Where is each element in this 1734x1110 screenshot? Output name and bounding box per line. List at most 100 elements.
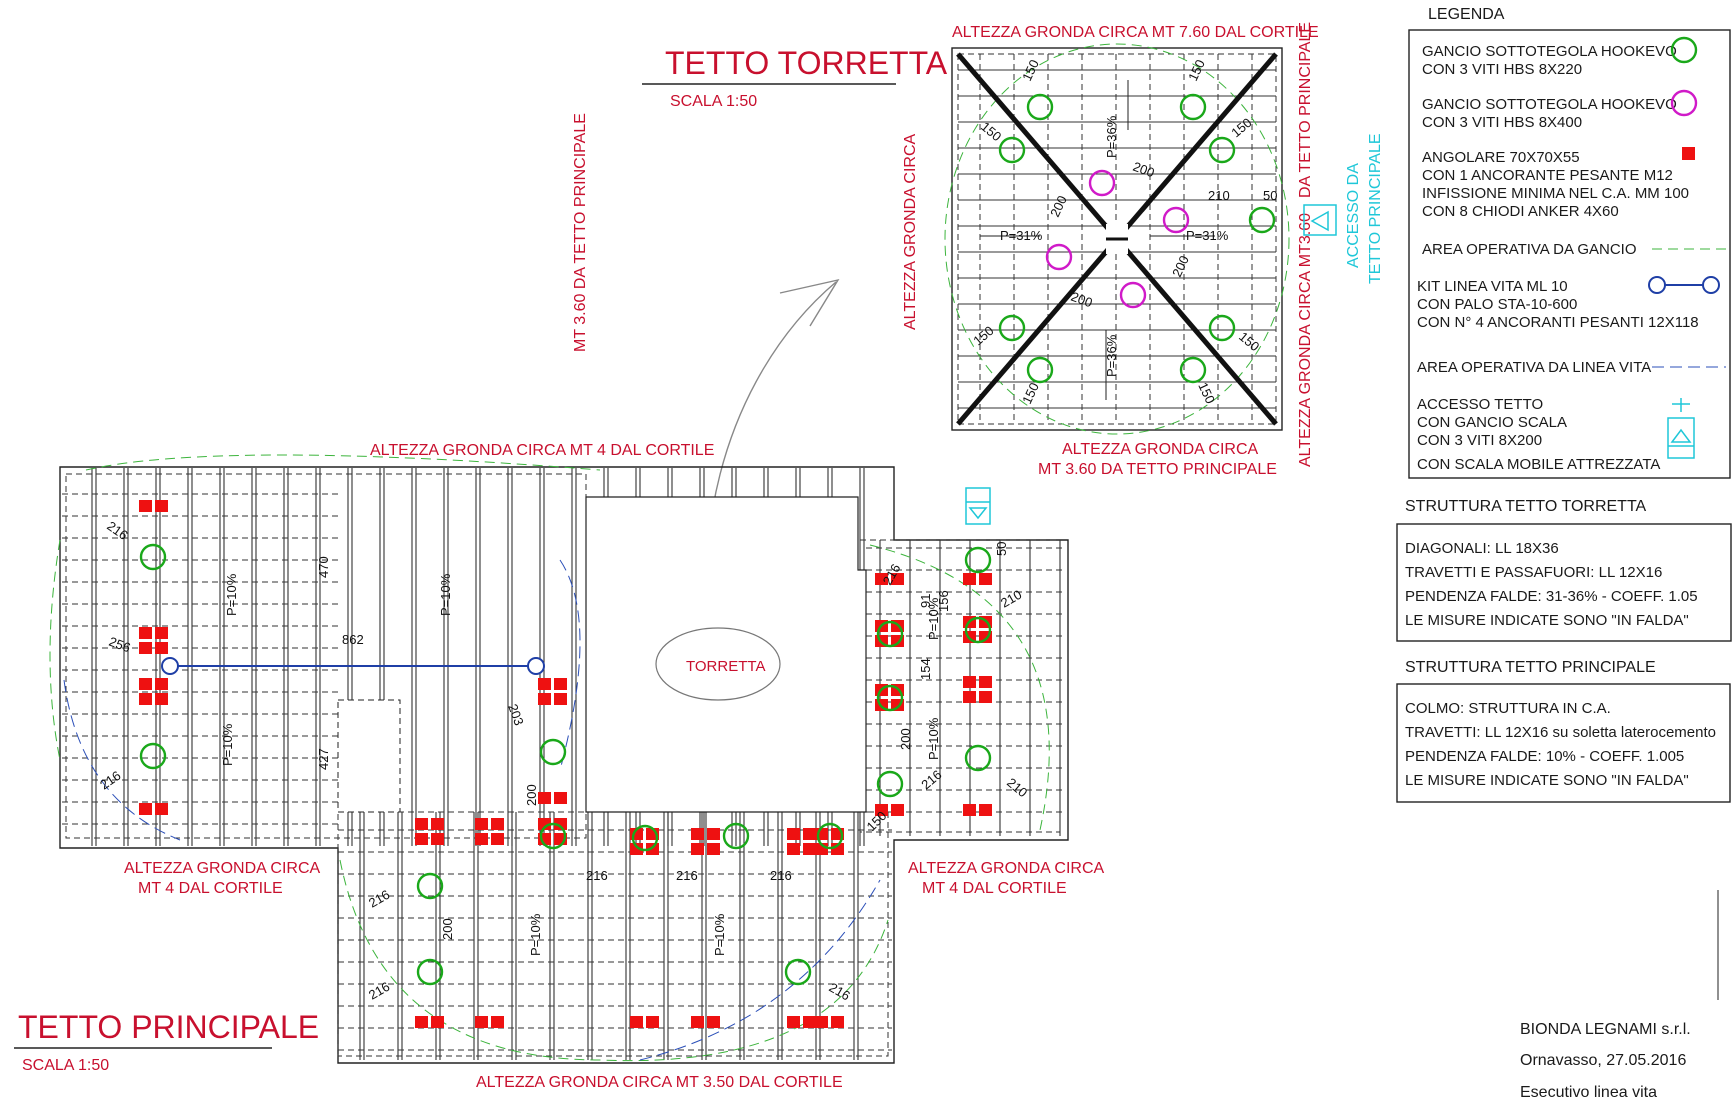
magenta-hook-icon [1162, 206, 1190, 234]
dimension-label: 216 [586, 868, 608, 883]
company-name: BIONDA LEGNAMI s.r.l. [1520, 1021, 1691, 1038]
struttura-line: TRAVETTI E PASSAFUORI: LL 12X16 [1405, 564, 1662, 581]
anchor-plate-icon [707, 1016, 720, 1028]
legend-item-text: ANGOLARE 70X70X55 [1422, 149, 1580, 166]
torretta-accesso-2: TETTO PRINCIPALE [1367, 133, 1384, 284]
anchor-plate-icon [979, 691, 992, 703]
legend-item-text: GANCIO SOTTOTEGOLA HOOKEVO [1422, 96, 1677, 113]
anchor-plates [139, 500, 992, 1028]
slope-label: P=10% [926, 717, 941, 760]
legend-item-text: CON PALO STA-10-600 [1417, 296, 1577, 313]
principale-gronda-bl-2: MT 4 DAL CORTILE [138, 880, 283, 897]
dimension-label: 91 [918, 594, 933, 608]
legend-item-text: CON 8 CHIODI ANKER 4X60 [1422, 203, 1619, 220]
anchor-plate-icon [815, 828, 828, 840]
anchor-plate-icon [787, 1016, 800, 1028]
anchor-plate-icon [431, 833, 444, 845]
struttura-line: LE MISURE INDICATE SONO "IN FALDA" [1405, 772, 1689, 789]
anchor-plate-icon [155, 803, 168, 815]
anchor-plate-icon [979, 804, 992, 816]
legend-title: LEGENDA [1428, 6, 1505, 23]
torretta-footprint [655, 627, 781, 701]
anchor-plate-icon [707, 843, 720, 855]
dimension-label: 203 [505, 702, 527, 728]
green-hook-icon [416, 958, 444, 986]
struttura-principale-title: STRUTTURA TETTO PRINCIPALE [1405, 659, 1656, 676]
torretta-title: TETTO TORRETTA [665, 45, 948, 81]
green-hook-icon [964, 616, 992, 644]
anchor-plate-icon [630, 843, 643, 855]
anchor-plate-icon [155, 627, 168, 639]
anchor-plate-icon [538, 693, 551, 705]
anchor-plate-icon [538, 678, 551, 690]
legend-item-text: CON 1 ANCORANTE PESANTE M12 [1422, 167, 1673, 184]
torretta-label: TORRETTA [686, 658, 765, 675]
anchor-plate-icon [155, 500, 168, 512]
anchor-plate-icon [139, 642, 152, 654]
struttura-line: TRAVETTI: LL 12X16 su soletta lateroceme… [1405, 724, 1716, 741]
dimension-label: 200 [440, 918, 455, 940]
anchor-plate-icon [787, 828, 800, 840]
magenta-hook-icon [1670, 89, 1698, 117]
slope-label: P=10% [712, 913, 727, 956]
torretta-access-ladder-icon [1303, 204, 1337, 236]
legend-item-text: KIT LINEA VITA ML 10 [1417, 278, 1568, 295]
green-hook-icon [139, 742, 167, 770]
legend-item-text: CON GANCIO SCALA [1417, 414, 1567, 431]
legend-item-text: CON 3 VITI HBS 8X400 [1422, 114, 1582, 131]
magenta-hook-icon [1119, 281, 1147, 309]
dimension-label: 216 [676, 868, 698, 883]
dimension-label: 427 [316, 748, 331, 770]
anchor-plate-icon [554, 818, 567, 830]
struttura-line: PENDENZA FALDE: 31-36% - COEFF. 1.05 [1405, 588, 1698, 605]
torretta-plan: 150 150 150 150 150 150 150 150 200 200 … [572, 22, 1384, 478]
torretta-gronda-right-2: DA TETTO PRINCIPALE [1297, 22, 1314, 198]
anchor-plate-icon [491, 818, 504, 830]
anchor-plate-icon [787, 843, 800, 855]
legend-item-text: CON N° 4 ANCORANTI PESANTI 12X118 [1417, 314, 1699, 331]
green-hook-icon [1179, 93, 1207, 121]
legend: LEGENDA GANCIO SOTTOTEGOLA HOOKEVO CON 3… [1408, 6, 1731, 479]
anchor-plate-icon [431, 1016, 444, 1028]
dimension-label: 200 [898, 728, 913, 750]
dimension-label: 216 [770, 868, 792, 883]
lifeline-kit-icon [1648, 276, 1720, 294]
anchor-plate-icon [691, 1016, 704, 1028]
anchor-plate-icon [831, 1016, 844, 1028]
struttura-line: LE MISURE INDICATE SONO "IN FALDA" [1405, 612, 1689, 629]
green-hook-icon [998, 136, 1026, 164]
magenta-hook-icon [1088, 169, 1116, 197]
green-hook-icon [964, 744, 992, 772]
green-hook-icon [1179, 356, 1207, 384]
struttura-line: PENDENZA FALDE: 10% - COEFF. 1.005 [1405, 748, 1684, 765]
principale-green-hooks [139, 543, 992, 986]
torretta-gronda-left-2: MT 3.60 DA TETTO PRINCIPALE [572, 113, 589, 352]
anchor-plate-icon [691, 843, 704, 855]
anchor-plate-icon [875, 804, 888, 816]
principale-rafters [62, 468, 1066, 1060]
anchor-plate-icon [691, 828, 704, 840]
green-hook-icon [1248, 206, 1276, 234]
anchor-plate-icon [491, 1016, 504, 1028]
struttura-torretta-title: STRUTTURA TETTO TORRETTA [1405, 498, 1647, 515]
lifeline-post-icon [161, 657, 179, 675]
anchor-plate-icon [707, 828, 720, 840]
green-hook-icon [539, 822, 567, 850]
green-hook-icon [539, 738, 567, 766]
principale-gronda-bl-1: ALTEZZA GRONDA CIRCA [124, 860, 321, 877]
torretta-scale: SCALA 1:50 [670, 93, 757, 110]
anchor-plate-icon [475, 1016, 488, 1028]
struttura-torretta-box: STRUTTURA TETTO TORRETTA DIAGONALI: LL 1… [1396, 498, 1732, 642]
green-hook-icon [631, 824, 659, 852]
dimension-label: 210 [1208, 188, 1230, 203]
dimension-label: 156 [936, 590, 951, 612]
dimension-label: 154 [918, 658, 933, 680]
legend-item-text: CON SCALA MOBILE ATTREZZATA [1417, 456, 1660, 473]
dimension-label: 50 [994, 542, 1009, 556]
torretta-gronda-bottom-1: ALTEZZA GRONDA CIRCA [1062, 441, 1259, 458]
ladder-hook-icon [1667, 398, 1695, 459]
anchor-plate-icon [963, 573, 976, 585]
slope-label: P=10% [224, 573, 239, 616]
green-hook-icon [722, 822, 750, 850]
green-hook-icon [1208, 314, 1236, 342]
